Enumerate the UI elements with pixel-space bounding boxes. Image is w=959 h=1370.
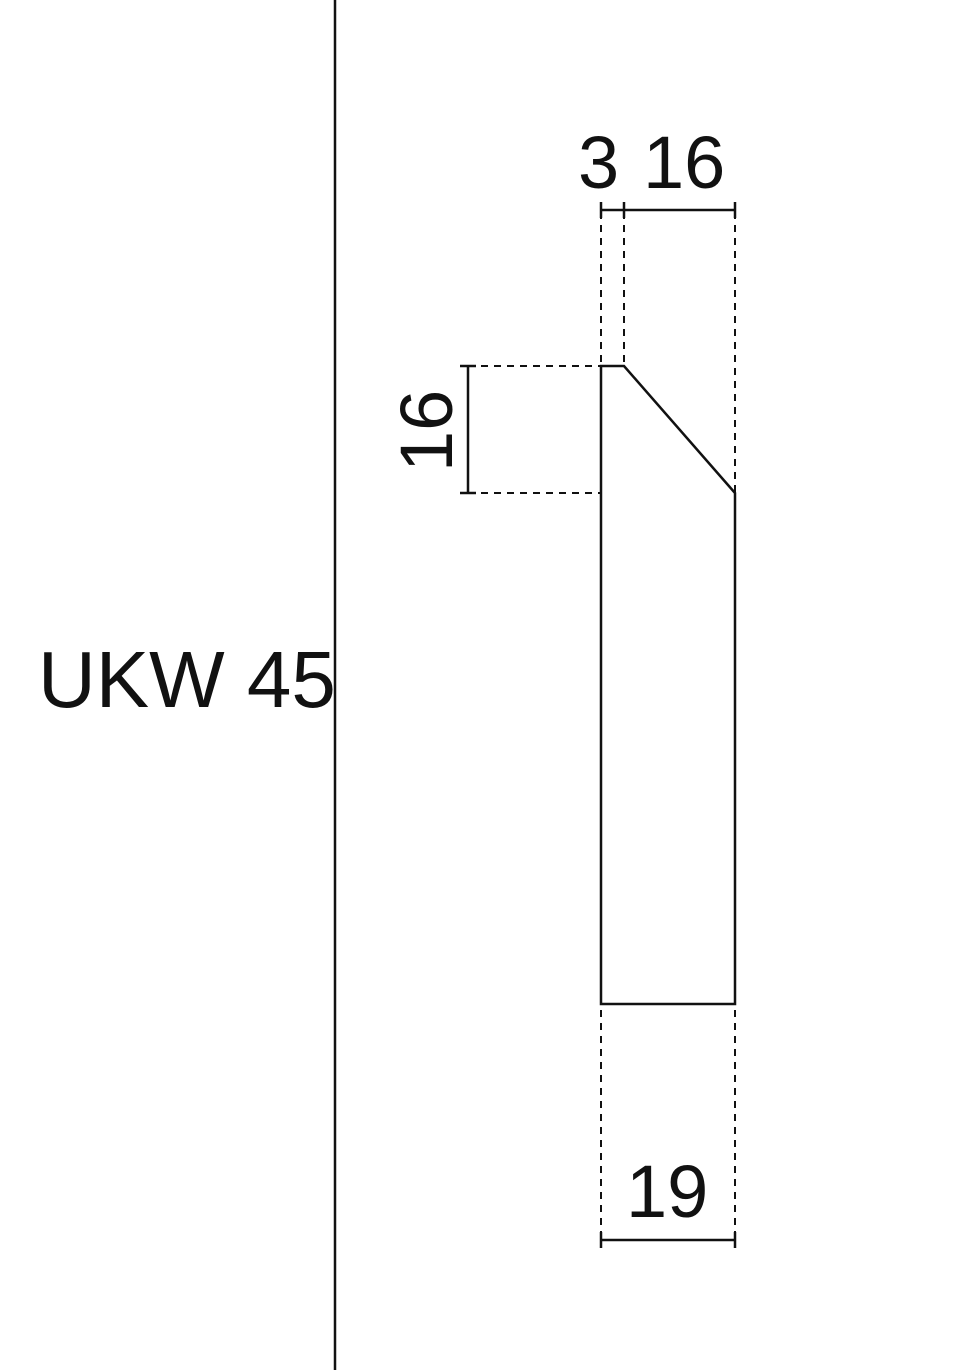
top-dimension-3: 3 [578, 121, 619, 204]
profile-outline [599, 364, 737, 1006]
left-dimension-16: 16 [385, 390, 468, 472]
bottom-dimension-19: 19 [626, 1150, 708, 1233]
profile-label: UKW 45 [38, 635, 336, 724]
top-dimension-16: 16 [643, 121, 725, 204]
